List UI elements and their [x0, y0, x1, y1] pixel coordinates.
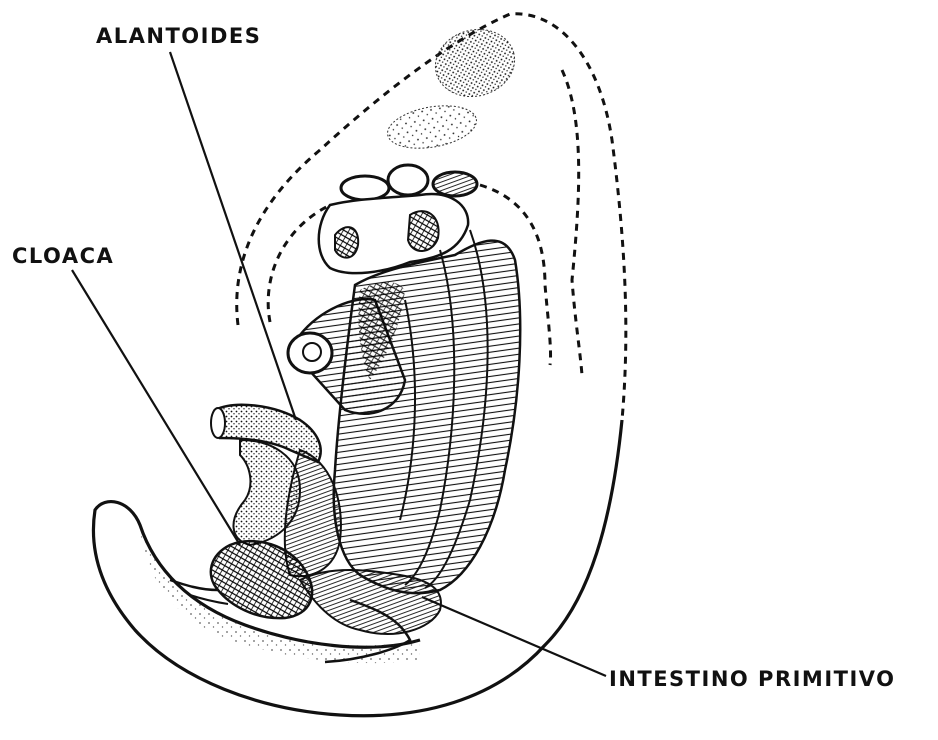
trunk-tube-opening-inner	[303, 343, 321, 361]
optic-vesicle-right	[433, 172, 477, 196]
intestine-loops	[300, 570, 441, 634]
label-cloaca: CLOACA	[12, 246, 114, 267]
optic-vesicle-left	[341, 176, 389, 200]
head-detail-right	[408, 211, 439, 251]
optic-vesicle-center	[388, 165, 428, 195]
label-intestino-primitivo: INTESTINO PRIMITIVO	[609, 669, 896, 690]
leader-line-alantoides	[170, 52, 296, 420]
inner-membrane-dashed-right-2	[562, 70, 582, 375]
leader-line-cloaca	[72, 270, 240, 545]
head-detail-left	[335, 227, 358, 258]
leader-line-intestino	[422, 597, 606, 676]
label-alantoides: ALANTOIDES	[96, 26, 261, 47]
allantois-opening	[211, 408, 225, 438]
stippled-patch-top	[428, 21, 522, 105]
stippled-patch-middle	[384, 99, 480, 154]
